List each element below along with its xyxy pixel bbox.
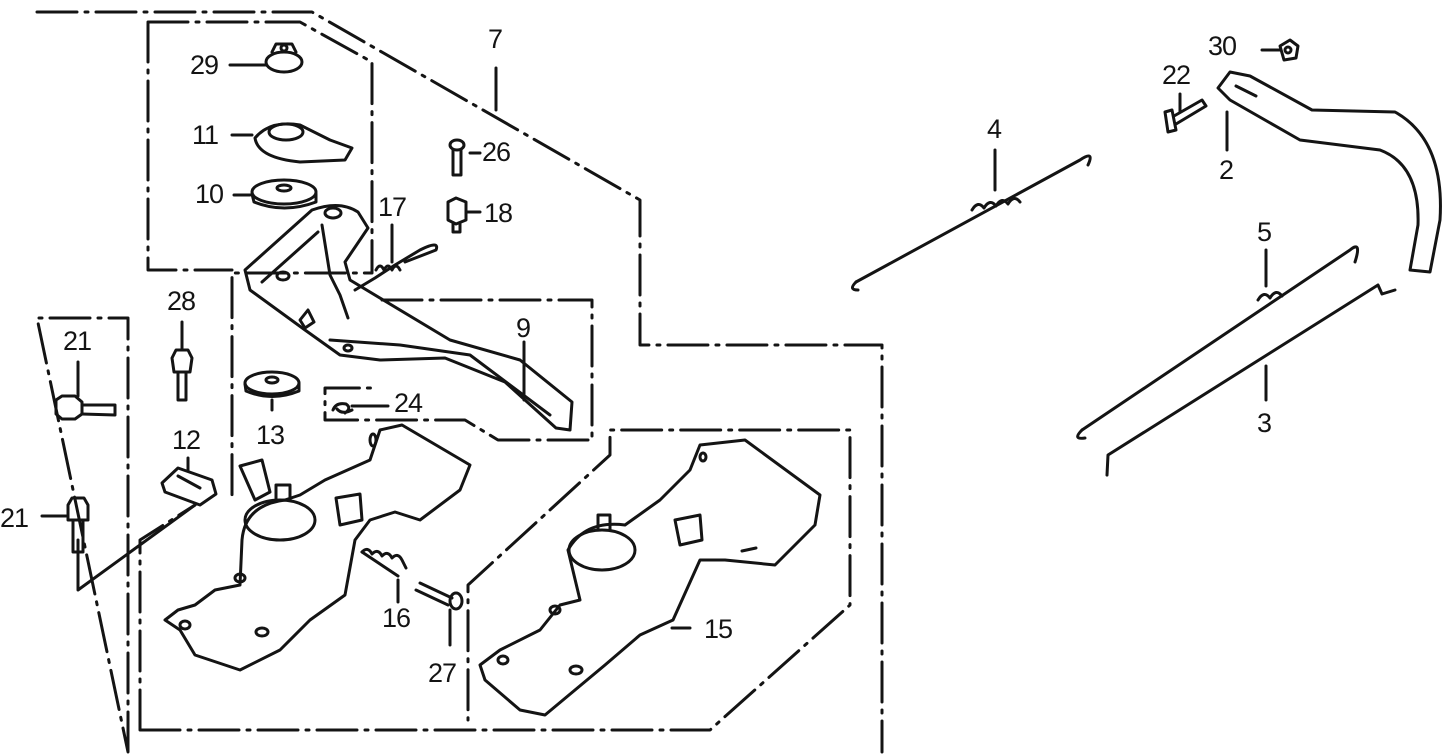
part-12-clipnut-drawing [160, 466, 218, 507]
part-22-bolt-drawing [1163, 98, 1208, 134]
callout-5: 5 [1257, 217, 1272, 247]
callout-21-upper: 21 [63, 326, 92, 356]
part-21a-bolt-drawing [54, 394, 117, 421]
part-15-base-plate-drawing [478, 438, 822, 717]
callout-4: 4 [987, 114, 1002, 144]
part-11-lever-plate-drawing [253, 122, 354, 164]
part-27-screw-drawing [414, 581, 464, 611]
callout-28: 28 [167, 286, 196, 316]
callout-15: 15 [704, 614, 733, 644]
callout-3: 3 [1257, 408, 1272, 438]
part-17-spring-drawing [353, 243, 439, 292]
part-29-nut-drawing [264, 42, 304, 74]
callout-30: 30 [1208, 31, 1237, 61]
leader-lines [40, 48, 1282, 647]
bracket-9-boundary [323, 298, 594, 442]
callout-11: 11 [192, 120, 219, 150]
callout-27: 27 [428, 658, 457, 688]
callout-9: 9 [516, 313, 531, 343]
base-boundary [138, 428, 852, 732]
callout-24: 24 [394, 388, 423, 418]
callout-22: 22 [1162, 60, 1191, 90]
part-21b-bolt-drawing [66, 496, 90, 554]
callout-18: 18 [484, 198, 513, 228]
callout-17: 17 [378, 192, 407, 222]
part-16-spring-drawing [360, 547, 408, 578]
part-4-spring-rod-drawing [851, 154, 1092, 292]
callout-26: 26 [482, 137, 511, 167]
part-24-clip-drawing [331, 402, 354, 415]
leader-21b [76, 503, 197, 592]
part-5-spring-rod-drawing [1076, 245, 1360, 440]
callout-21-lower: 21 [0, 503, 29, 533]
part-18-collar-drawing [446, 196, 468, 234]
part-30-nut-drawing [1278, 38, 1300, 62]
callout-12: 12 [172, 425, 201, 455]
part-3-rod-drawing [1105, 283, 1397, 477]
callout-2: 2 [1219, 155, 1234, 185]
sub-boundary-upper [146, 20, 374, 497]
callout-13: 13 [256, 420, 285, 450]
part-2-arm-drawing [1216, 70, 1442, 274]
assembly-7-boundary [35, 10, 884, 754]
part-28-bolt-drawing [170, 348, 194, 402]
callout-29: 29 [190, 50, 219, 80]
callout-16: 16 [382, 603, 411, 633]
part-10-washer-drawing [250, 178, 318, 210]
part-13-washer-drawing [243, 370, 301, 398]
callout-10: 10 [195, 179, 224, 209]
base-plate-left-drawing [163, 423, 472, 672]
callout-7: 7 [488, 24, 503, 54]
part-9-bracket-drawing [243, 204, 574, 432]
part-26-screw-drawing [448, 138, 466, 177]
